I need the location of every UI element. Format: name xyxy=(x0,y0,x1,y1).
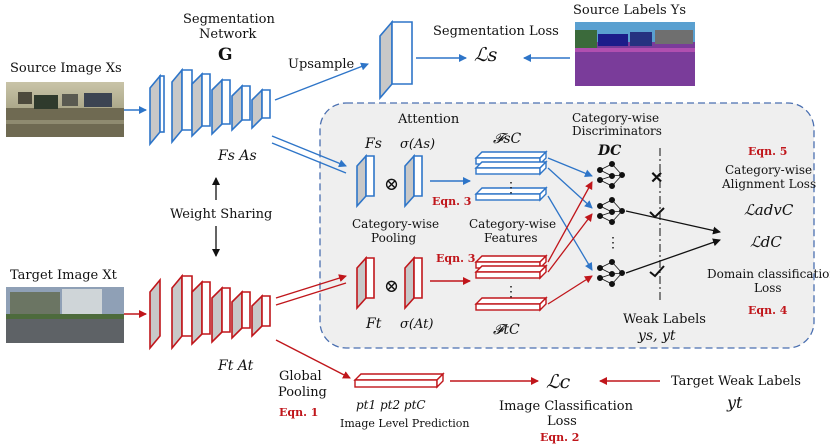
global-pooling-label-2: Pooling xyxy=(278,385,327,400)
target-feature-map xyxy=(356,255,375,311)
discriminator-1 xyxy=(597,160,626,189)
sigma-as-label: σ(As) xyxy=(400,137,435,152)
cw-pooling-label-1: Category-wise xyxy=(352,217,439,231)
eqn3-bottom: Eqn. 3 xyxy=(436,252,475,265)
source-attention-arrow-2 xyxy=(271,142,347,174)
upsampled-map xyxy=(379,19,413,101)
target-image-label: Target Image Xt xyxy=(10,268,118,283)
discriminator-vdots: ⋮ xyxy=(606,235,620,251)
target-attention-map xyxy=(404,255,423,311)
seg-network-label-1: Segmentation xyxy=(183,12,275,27)
weight-sharing-label: Weight Sharing xyxy=(170,207,272,222)
global-pooling-arrow xyxy=(275,339,351,379)
target-features-vdots: ⋮ xyxy=(504,284,518,300)
domain-cls-label-1: Domain classification xyxy=(707,267,830,281)
target-attention-arrow-1 xyxy=(275,274,347,299)
eqn5: Eqn. 5 xyxy=(748,145,787,158)
disc-to-loss-arrow-1 xyxy=(625,210,721,235)
ftc-label: 𝓕tC xyxy=(493,322,520,338)
discriminator-2 xyxy=(597,196,626,225)
target-otimes: ⊗ xyxy=(384,276,399,297)
target-cw-features xyxy=(474,254,548,312)
source-attention-map xyxy=(404,153,423,209)
source-otimes: ⊗ xyxy=(384,174,399,195)
upsample-arrow xyxy=(274,62,369,101)
cw-pooling-label-2: Pooling xyxy=(371,231,416,245)
eqn3-top: Eqn. 3 xyxy=(432,195,471,208)
seg-network-label-2: Network xyxy=(199,27,256,42)
fs-as-label: Fs As xyxy=(217,148,257,164)
eqn4: Eqn. 4 xyxy=(748,304,788,317)
ladv-label: ℒadvC xyxy=(744,201,794,219)
weak-labels-label: Weak Labels xyxy=(623,312,706,327)
sigma-at-label: σ(At) xyxy=(400,317,433,332)
ld-label: ℒdC xyxy=(750,233,782,251)
yt-label: yt xyxy=(726,393,743,412)
source-features-vdots: ⋮ xyxy=(504,180,518,196)
seg-loss-symbol: ℒs xyxy=(474,44,498,66)
eqn1: Eqn. 1 xyxy=(279,406,318,419)
source-encoder-blocks xyxy=(149,67,271,147)
dc-label: DC xyxy=(597,143,621,159)
eqn2: Eqn. 2 xyxy=(540,431,579,444)
img-cls-label-2: Loss xyxy=(547,414,577,429)
disc-to-loss-arrow-2 xyxy=(625,238,721,274)
target-weak-labels-label: Target Weak Labels xyxy=(671,374,801,389)
target-image xyxy=(6,287,124,343)
cross-icon: ✕ xyxy=(650,168,663,187)
source-attention-arrow-1 xyxy=(271,135,347,168)
check-icon-2 xyxy=(649,265,665,278)
global-pooling-label-1: Global xyxy=(279,369,322,384)
fsc-label: 𝓕sC xyxy=(493,131,522,147)
image-level-prediction-label: Image Level Prediction xyxy=(340,417,469,430)
source-cw-features xyxy=(474,150,548,202)
upsample-label: Upsample xyxy=(288,57,355,72)
target-encoder-blocks xyxy=(149,273,271,351)
seg-network-symbol: G xyxy=(218,45,233,65)
feature-discriminator-arrows xyxy=(547,157,593,305)
cw-features-label-2: Features xyxy=(484,231,537,245)
image-level-prediction-vector xyxy=(353,372,445,389)
attention-label: Attention xyxy=(397,112,460,127)
domain-cls-label-2: Loss xyxy=(754,281,782,295)
source-labels-title: Source Labels Ys xyxy=(573,3,686,18)
source-image-label: Source Image Xs xyxy=(10,61,122,76)
source-labels-image xyxy=(575,22,695,86)
img-cls-label-1: Image Classification xyxy=(499,399,634,414)
fs-label: Fs xyxy=(364,136,382,152)
ys-yt-label: ys, yt xyxy=(637,328,676,344)
source-image xyxy=(6,82,124,137)
cw-disc-label-1: Category-wise xyxy=(572,111,659,125)
ft-label: Ft xyxy=(365,316,382,332)
p-labels: pt1 pt2 ptC xyxy=(356,398,426,412)
source-feature-map xyxy=(356,153,375,209)
cw-disc-label-2: Discriminators xyxy=(572,124,662,138)
discriminator-3 xyxy=(597,258,626,287)
cw-features-label-1: Category-wise xyxy=(469,217,556,231)
ft-at-label: Ft At xyxy=(217,358,254,374)
cw-align-label-1: Category-wise xyxy=(725,163,812,177)
seg-loss-label: Segmentation Loss xyxy=(433,24,559,39)
lc-label: ℒc xyxy=(546,371,571,393)
cw-align-label-2: Alignment Loss xyxy=(721,177,816,191)
attention-panel xyxy=(319,102,815,349)
target-attention-arrow-2 xyxy=(275,282,347,306)
